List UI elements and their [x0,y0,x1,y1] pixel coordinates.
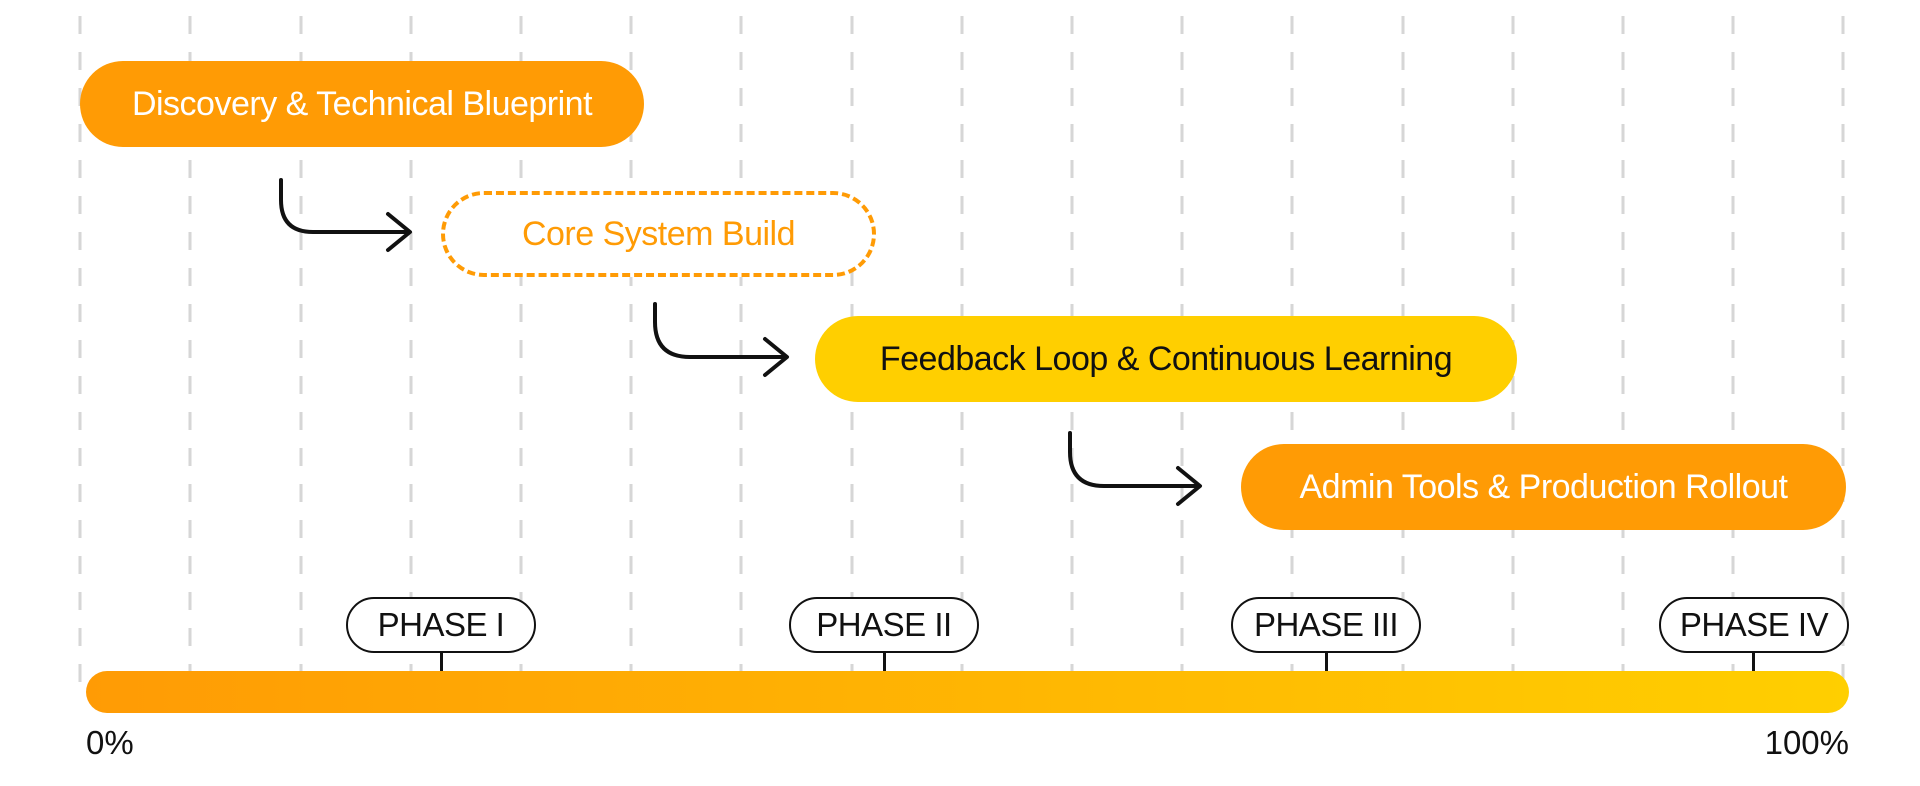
phase-marker-1: PHASE I [346,597,536,653]
task-feedback-loop: Feedback Loop & Continuous Learning [815,316,1517,402]
phase-label: PHASE IV [1679,606,1829,643]
phase-label: PHASE I [377,606,505,643]
task-admin-tools-rollout: Admin Tools & Production Rollout [1241,444,1846,530]
task-label: Discovery & Technical Blueprint [131,84,593,123]
task-label: Feedback Loop & Continuous Learning [879,339,1453,378]
task-discovery-blueprint: Discovery & Technical Blueprint [80,61,644,147]
task-label: Admin Tools & Production Rollout [1299,467,1788,506]
phase-tick-2 [883,653,886,671]
phase-marker-2: PHASE II [789,597,979,653]
phase-marker-4: PHASE IV [1659,597,1849,653]
phase-tick-1 [440,653,443,671]
task-label: Core System Build [521,214,796,253]
phase-marker-3: PHASE III [1231,597,1421,653]
phase-label: PHASE II [816,606,952,643]
phase-tick-3 [1325,653,1328,671]
phase-tick-4 [1752,653,1755,671]
progress-end-label: 100% [1764,724,1849,761]
phase-label: PHASE III [1253,606,1399,643]
task-core-system-build: Core System Build [441,191,876,277]
progress-bar [86,671,1849,713]
progress-start-label: 0% [86,724,134,761]
